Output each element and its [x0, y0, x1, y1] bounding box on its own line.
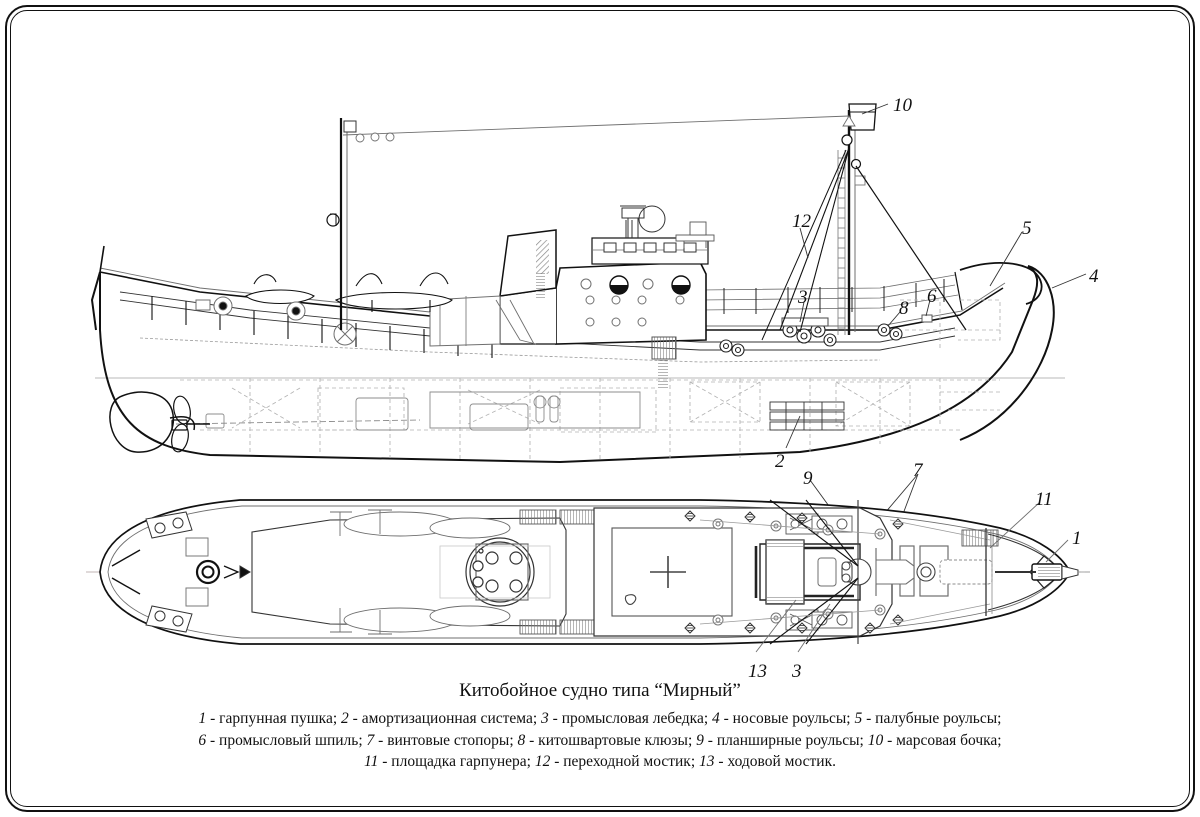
legend-block: 1 - гарпунная пушка; 2 - амортизационная…: [60, 708, 1140, 773]
drawing-title: Китобойное судно типа “Мирный”: [459, 680, 741, 701]
callout-2: 2: [775, 451, 785, 472]
legend-line-3: 11 - площадка гарпунера; 12 - переходной…: [364, 753, 836, 770]
plan-foredeck-fittings: [841, 500, 936, 644]
main-mast-assembly: [761, 103, 967, 341]
compass-platform: [620, 205, 666, 238]
whaling-winch: [719, 317, 903, 357]
plan-after-superstructure: [251, 509, 567, 635]
callout-13: 13: [748, 661, 767, 682]
callout-5: 5: [1022, 218, 1032, 239]
side-elevation-view: [90, 103, 1087, 547]
callout-1: 1: [1072, 528, 1082, 549]
callout-leaders-plan: [755, 501, 1069, 653]
callout-9: 9: [803, 468, 813, 489]
callout-3-side: 3: [798, 287, 808, 308]
callout-12: 12: [792, 211, 811, 232]
callout-10: 10: [893, 95, 912, 116]
callout-11: 11: [1035, 489, 1053, 510]
ventilator-heads: [609, 275, 691, 295]
whaling-capstan: [921, 314, 933, 323]
propeller: [171, 395, 191, 453]
forward-bulwark: [699, 274, 959, 314]
page-border-outer: [5, 5, 1195, 812]
page-border-inner: [10, 10, 1190, 807]
plan-working-deck: [765, 539, 993, 605]
superstructure: [429, 205, 715, 390]
callout-6: 6: [927, 286, 937, 307]
plan-bow-assembly: [985, 528, 1090, 616]
rudder-and-propeller: [109, 391, 210, 453]
deck-plan-view: [86, 499, 1090, 653]
callout-leaders-side: [785, 103, 1087, 547]
plan-rollers-and-stoppers: [684, 499, 991, 645]
stern-deck-fittings: [111, 511, 251, 633]
legend-line-1: 1 - гарпунная пушка; 2 - амортизационная…: [198, 710, 1002, 727]
shock-absorber-system: [769, 401, 845, 431]
lifeboats-and-davits: [245, 272, 453, 312]
callout-7: 7: [913, 460, 923, 481]
aft-mast-assembly: [326, 115, 856, 330]
machinery-outline: [175, 391, 641, 431]
callout-8: 8: [899, 298, 909, 319]
callout-4: 4: [1089, 266, 1099, 287]
after-deck-fittings: [195, 296, 357, 346]
callout-3-plan: 3: [792, 661, 802, 682]
antenna-wire: [342, 115, 850, 136]
legend-line-2: 6 - промысловый шпиль; 7 - винтовые стоп…: [198, 731, 1002, 749]
